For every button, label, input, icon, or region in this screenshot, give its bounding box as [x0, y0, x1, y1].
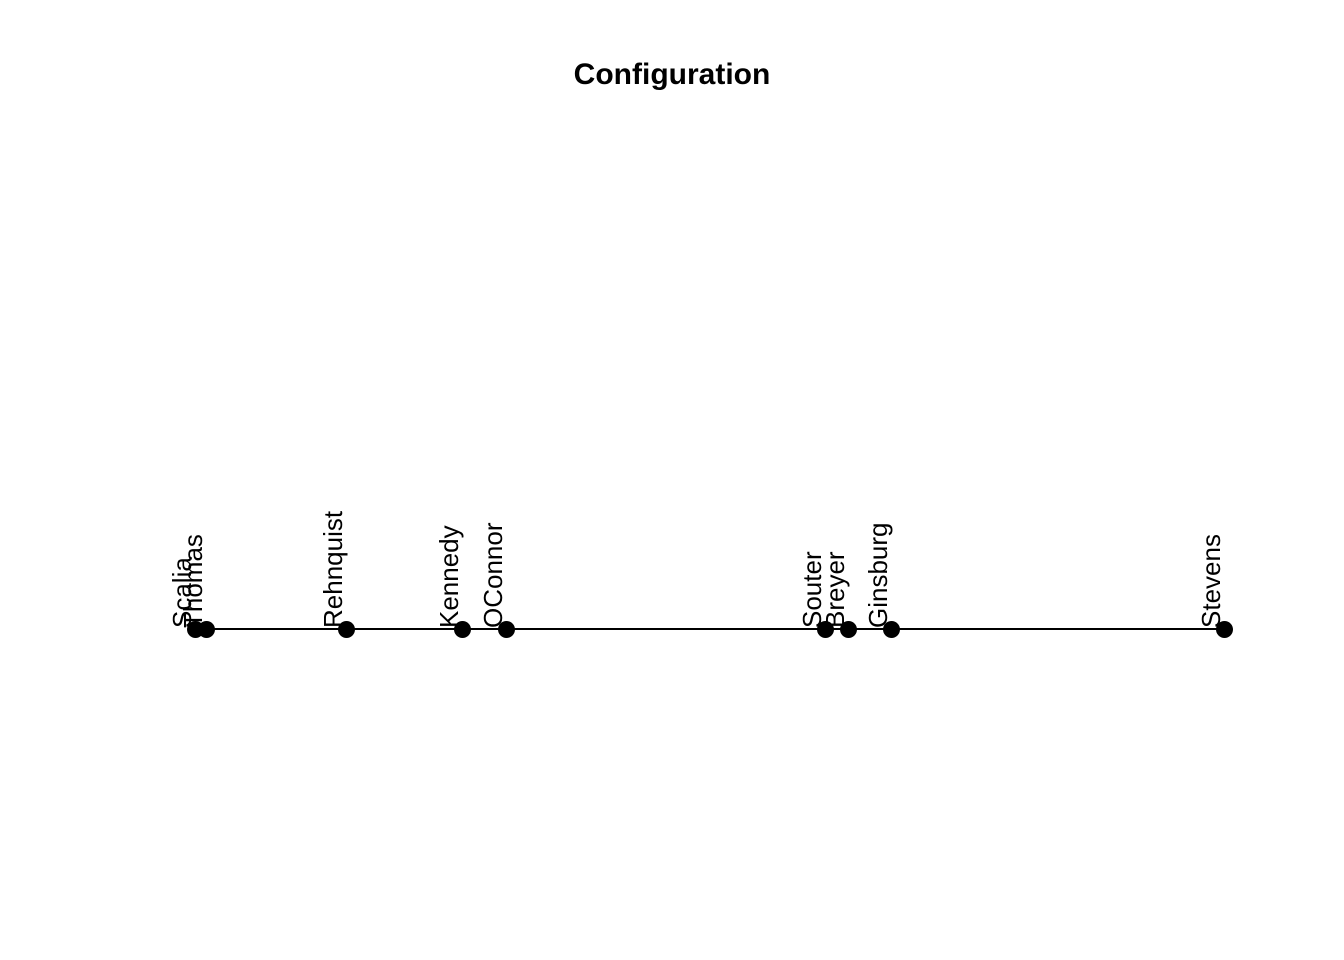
point-label: Breyer [820, 551, 850, 628]
data-point[interactable] [839, 620, 857, 638]
point-label: Stevens [1196, 534, 1226, 628]
data-point[interactable] [453, 620, 471, 638]
data-point[interactable] [816, 620, 834, 638]
point-label: Kennedy [434, 525, 464, 628]
data-point[interactable] [882, 620, 900, 638]
data-point[interactable] [337, 620, 355, 638]
data-point[interactable] [1215, 620, 1233, 638]
data-point[interactable] [497, 620, 515, 638]
page-title: Configuration [573, 58, 771, 91]
point-label: Rehnquist [318, 510, 348, 628]
data-point[interactable] [197, 620, 215, 638]
point-label: Ginsburg [863, 522, 893, 629]
point-label: Thomas [178, 534, 208, 628]
axis-line [194, 628, 1224, 630]
point-label: OConnor [478, 522, 508, 629]
